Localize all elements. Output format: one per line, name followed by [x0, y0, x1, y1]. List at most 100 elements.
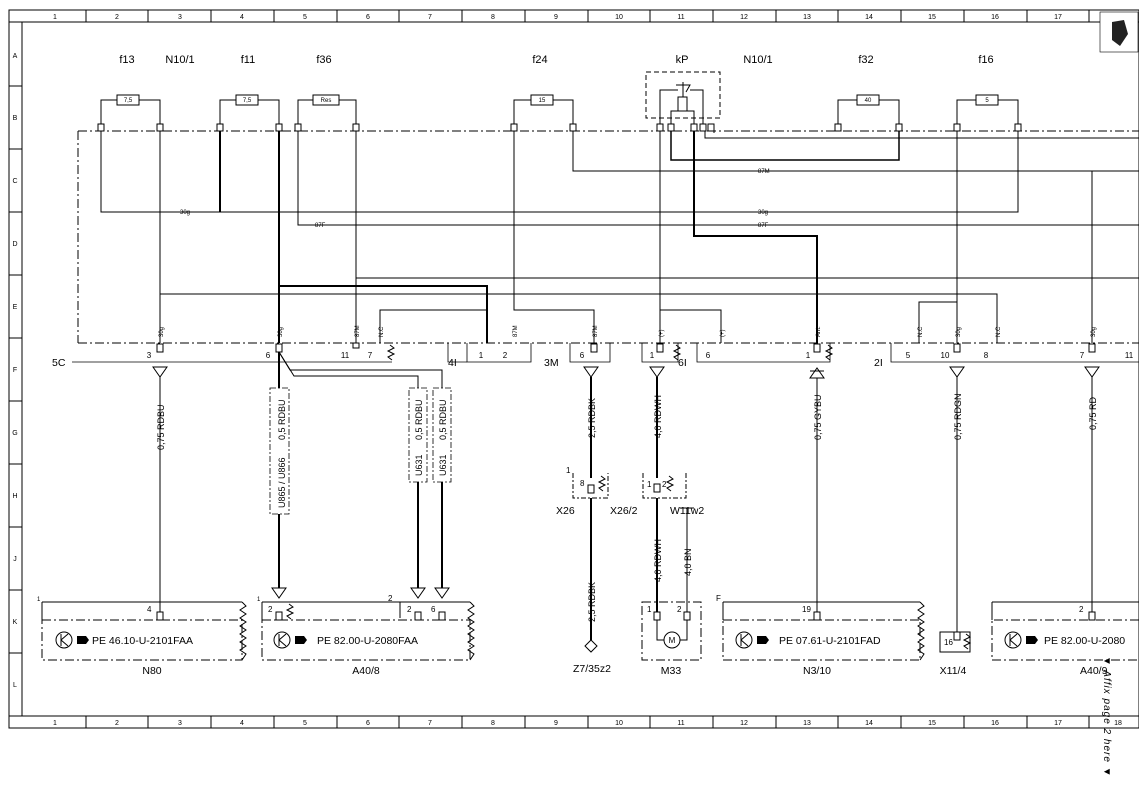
- fuse-f24[interactable]: 15 f24: [510, 54, 577, 132]
- cable-bundles: [269, 387, 452, 515]
- fuse-f36[interactable]: Res f36: [294, 54, 360, 132]
- grid-col-11-bottom: 11: [677, 720, 684, 727]
- connector-3m: 3M: [544, 357, 559, 369]
- pin-num-6: 6: [266, 351, 271, 360]
- connector-arrows: [152, 366, 1100, 379]
- grid-col-17-bottom: 17: [1054, 720, 1062, 727]
- grid-col-1: 1: [53, 14, 57, 21]
- pin-label-nc-a: N.C: [379, 326, 385, 337]
- svg-text:N80: N80: [142, 665, 161, 677]
- svg-text:5: 5: [985, 98, 989, 104]
- svg-text:7,5: 7,5: [124, 98, 133, 104]
- wire-label-0-75-rdgn: 0,75 RDGN: [953, 393, 963, 440]
- svg-text:1: 1: [37, 597, 41, 603]
- grid-col-1-bottom: 1: [53, 720, 57, 727]
- svg-text:M33: M33: [661, 665, 682, 677]
- grid-col-3-bottom: 3: [178, 720, 182, 727]
- svg-text:1: 1: [566, 466, 571, 475]
- fuse-f13[interactable]: 7,5 f13: [97, 54, 164, 132]
- svg-text:f11: f11: [241, 54, 255, 66]
- grid-col-6-bottom: 6: [366, 720, 370, 727]
- svg-text:2: 2: [407, 605, 412, 614]
- pin-labels: 30g 30g 87M N.C 87M 87M (+) (+) Ant. N.C…: [159, 325, 1097, 337]
- label-n10-1-left: N10/1: [165, 54, 194, 66]
- grid-col-8: 8: [491, 14, 495, 21]
- connector-5c: 5C: [52, 357, 66, 369]
- wire-labels: 0,75 RDBU 0,5 RDBU U865 / U866 0,5 RDBU …: [156, 393, 1098, 622]
- pin-label-ant: Ant.: [816, 326, 822, 337]
- component-a40-9[interactable]: 2 PE 82.00-U-2080 A40/9: [991, 601, 1139, 677]
- fuse-f32[interactable]: 40 f32: [834, 54, 903, 132]
- svg-text:6: 6: [431, 605, 436, 614]
- svg-text:f24: f24: [532, 54, 547, 66]
- fuse-f11[interactable]: 7,5 f11: [216, 54, 283, 132]
- grid-col-5: 5: [303, 14, 307, 21]
- grid-col-14-bottom: 14: [865, 720, 873, 727]
- svg-text:2: 2: [677, 605, 682, 614]
- connector-x26[interactable]: 1 8 X26 X26/2: [556, 466, 638, 517]
- svg-text:2: 2: [1079, 605, 1084, 614]
- wire-label-0-75-rdbu: 0,75 RDBU: [156, 404, 166, 450]
- svg-text:PE 82.00-U-2080FAA: PE 82.00-U-2080FAA: [317, 635, 418, 647]
- bus-label-87m: 87M: [758, 169, 770, 175]
- pin-num-6c: 6: [706, 351, 711, 360]
- ground-point-w11w2[interactable]: 1 2 W11w2: [642, 473, 704, 517]
- svg-text:f16: f16: [978, 54, 993, 66]
- grid-row-c: C: [12, 178, 17, 185]
- component-a40-8[interactable]: 1 2 2 2 6 PE 82.00-U-2080FAA A40/8: [257, 594, 475, 677]
- grid-col-2: 2: [115, 14, 119, 21]
- component-n3-10[interactable]: F 19 PE 07.61-U-2101FAD N3/10: [716, 594, 925, 677]
- grid-row-e: E: [13, 304, 18, 311]
- svg-text:X11/4: X11/4: [940, 665, 967, 677]
- control-unit-boundary: [77, 130, 1139, 344]
- wire-label-u631-a: U631: [414, 454, 424, 476]
- pin-num-11b: 11: [1125, 351, 1134, 360]
- bus-label-87f: 87F: [315, 223, 326, 229]
- svg-text:Z7/35z2: Z7/35z2: [573, 663, 611, 675]
- grid-col-12: 12: [740, 14, 748, 21]
- wire-label-4-0-rdwh-b: 4,0 RDWH: [653, 539, 663, 582]
- motor-m33[interactable]: M 1 2 M33: [641, 601, 702, 677]
- ground-z7-35z2[interactable]: Z7/35z2: [573, 639, 611, 675]
- grid-col-2-bottom: 2: [115, 720, 119, 727]
- grid-col-15-bottom: 15: [928, 720, 936, 727]
- grid-col-10: 10: [615, 14, 623, 21]
- grid-col-8-bottom: 8: [491, 720, 495, 727]
- grid-col-5-bottom: 5: [303, 720, 307, 727]
- pin-num-3: 3: [147, 351, 152, 360]
- grid-row-l: L: [13, 682, 17, 689]
- diagram-frame: [8, 9, 1139, 729]
- grid-col-16-bottom: 16: [991, 720, 999, 727]
- wire-label-u865-u866: U865 / U866: [277, 457, 287, 508]
- svg-text:N3/10: N3/10: [803, 665, 831, 677]
- svg-text:1: 1: [257, 597, 261, 603]
- publisher-logo: [1099, 11, 1139, 53]
- relay-kp[interactable]: [645, 71, 721, 132]
- grid-col-18-bottom: 18: [1114, 720, 1122, 727]
- pin-num-1c: 1: [806, 351, 811, 360]
- grid-col-11: 11: [677, 14, 684, 21]
- pin-num-8: 8: [984, 351, 989, 360]
- pin-label-plus-b: (+): [720, 329, 726, 337]
- svg-text:Res: Res: [321, 98, 332, 104]
- connector-x11-4[interactable]: 16 X11/4: [939, 631, 972, 677]
- fuse-f16[interactable]: 5 f16: [953, 54, 1022, 132]
- pin-num-1a: 1: [479, 351, 484, 360]
- bus-labels: 30g 87F 87M 30g 87F: [180, 169, 770, 229]
- grid-row-a: A: [13, 53, 18, 60]
- wire-label-0-5-rdbu-b: 0,5 RDBU: [414, 399, 424, 440]
- component-n80[interactable]: 1 4 PE 46.10-U-2101FAA N80: [37, 597, 247, 677]
- svg-text:8: 8: [580, 479, 585, 488]
- svg-text:A40/8: A40/8: [352, 665, 380, 677]
- svg-text:1: 1: [647, 605, 652, 614]
- pin-num-5: 5: [906, 351, 911, 360]
- bus-label-30g-left: 30g: [180, 210, 190, 216]
- a40-8-input-arrows: [271, 587, 450, 599]
- connector-4i: 4I: [448, 357, 457, 369]
- grid-col-14: 14: [865, 14, 873, 21]
- wire-label-4-0-rdwh-a: 4,0 RDWH: [653, 395, 663, 438]
- bus-label-87f-right: 87F: [758, 223, 769, 229]
- grid-col-10-bottom: 10: [615, 720, 623, 727]
- svg-text:2: 2: [268, 605, 273, 614]
